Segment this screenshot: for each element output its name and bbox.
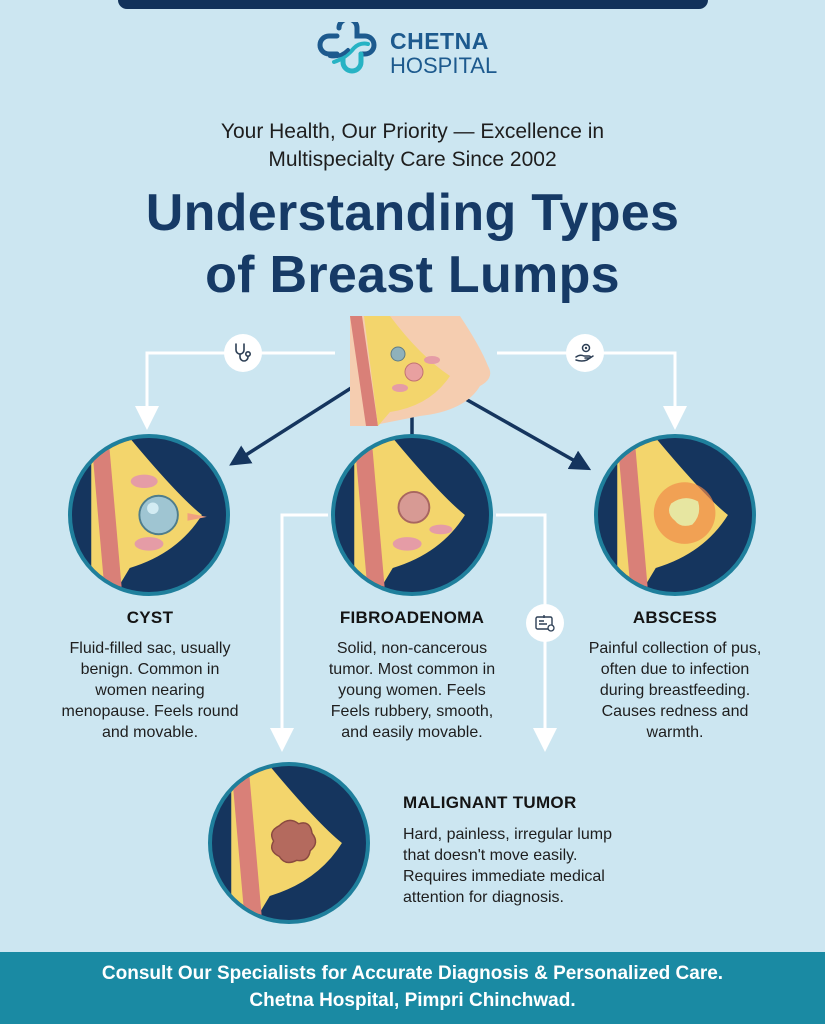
abscess-description: Painful collection of pus, often due to … (588, 640, 762, 741)
hospital-logo: CHETNA HOSPITAL (314, 22, 497, 84)
malignant-tumor-title: MALIGNANT TUMOR (403, 793, 577, 812)
page-title: Understanding Types of Breast Lumps (0, 182, 825, 306)
cyst-title: CYST (126, 608, 174, 627)
malignant-tumor-description: Hard, painless, irregular lump that does… (403, 826, 612, 906)
stethoscope-icon (235, 343, 252, 362)
abscess-title: ABSCESS (632, 608, 718, 627)
title-line-2: of Breast Lumps (205, 246, 620, 304)
tagline-line-1: Your Health, Our Priority — Excellence i… (220, 120, 605, 143)
fibroadenoma-illustration (331, 434, 493, 596)
fibroadenoma-description: Solid, non-cancerous tumor. Most common … (328, 640, 496, 741)
medical-report-badge (526, 604, 564, 642)
fibroadenoma-title: FIBROADENOMA (339, 608, 485, 627)
hospital-subtitle: HOSPITAL (390, 52, 498, 78)
medical-cross-hands-icon (317, 22, 377, 74)
top-banner-bar (118, 0, 708, 9)
cyst-illustration (68, 434, 230, 596)
breast-anatomy-hero-illustration (350, 316, 495, 426)
hand-care-badge (566, 334, 604, 372)
footer-line-2: Chetna Hospital, Pimpri Chinchwad. (249, 990, 576, 1011)
hospital-name: CHETNA (390, 27, 489, 54)
title-line-1: Understanding Types (145, 184, 680, 242)
footer-cta-banner: Consult Our Specialists for Accurate Dia… (0, 952, 825, 1024)
cyst-description: Fluid-filled sac, usually benign. Common… (61, 640, 239, 741)
stethoscope-badge (224, 334, 262, 372)
hand-care-icon (575, 343, 594, 362)
malignant-tumor-illustration (208, 762, 370, 924)
medical-report-icon (535, 615, 555, 632)
footer-line-1: Consult Our Specialists for Accurate Dia… (101, 963, 724, 984)
tagline-line-2: Multispecialty Care Since 2002 (268, 148, 557, 171)
abscess-illustration (594, 434, 756, 596)
tagline: Your Health, Our Priority — Excellence i… (0, 118, 825, 174)
